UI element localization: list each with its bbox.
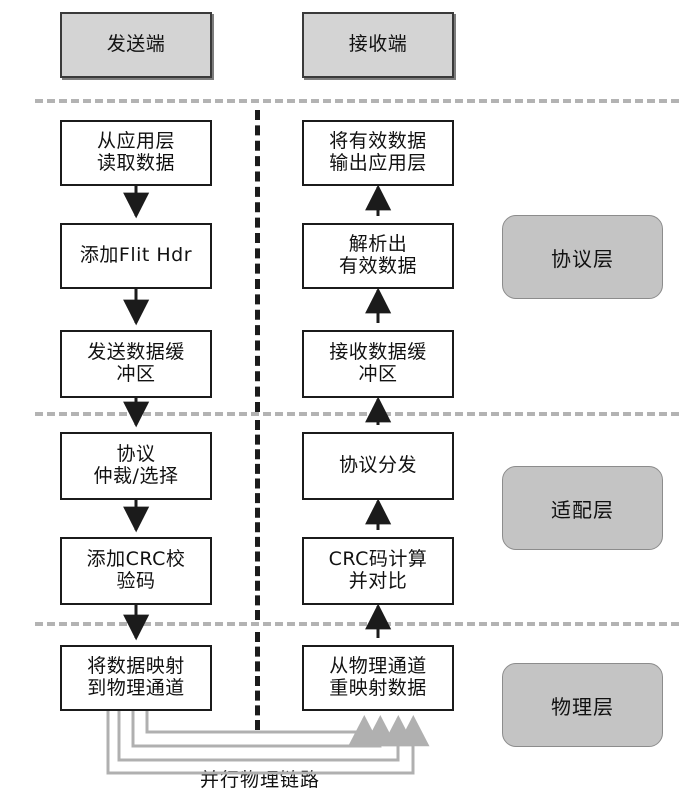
parallel-physical-links [106,711,430,775]
node-parse-valid-data: 解析出 有效数据 [302,223,454,289]
node-add-flit-hdr: 添加Flit Hdr [60,223,212,289]
sender-header: 发送端 [60,12,212,78]
sender-receiver-divider-top [255,110,260,412]
node-remap-from-phy-lane: 从物理通道 重映射数据 [302,645,454,711]
node-tx-data-buffer: 发送数据缓 冲区 [60,330,212,398]
separator-protocol-adaptation [35,412,679,416]
node-output-to-app-layer: 将有效数据 输出应用层 [302,120,454,186]
sender-receiver-divider-mid [255,420,260,620]
node-rx-data-buffer: 接收数据缓 冲区 [302,330,454,398]
node-add-crc-code: 添加CRC校 验码 [60,537,212,605]
node-read-from-app-layer: 从应用层 读取数据 [60,120,212,186]
layer-tag-adaptation: 适配层 [502,466,663,550]
node-protocol-dispatch: 协议分发 [302,432,454,500]
separator-adaptation-physical [35,622,679,626]
node-crc-calc-compare: CRC码计算 并对比 [302,537,454,605]
sender-receiver-divider-bottom [255,632,260,730]
layer-tag-protocol: 协议层 [502,215,663,299]
layer-tag-physical: 物理层 [502,663,663,747]
parallel-link-label: 并行物理链路 [200,769,321,791]
receiver-header: 接收端 [302,12,454,78]
separator-header-protocol [35,99,679,103]
node-map-to-phy-lane: 将数据映射 到物理通道 [60,645,212,711]
node-protocol-arbitration: 协议 仲裁/选择 [60,432,212,500]
